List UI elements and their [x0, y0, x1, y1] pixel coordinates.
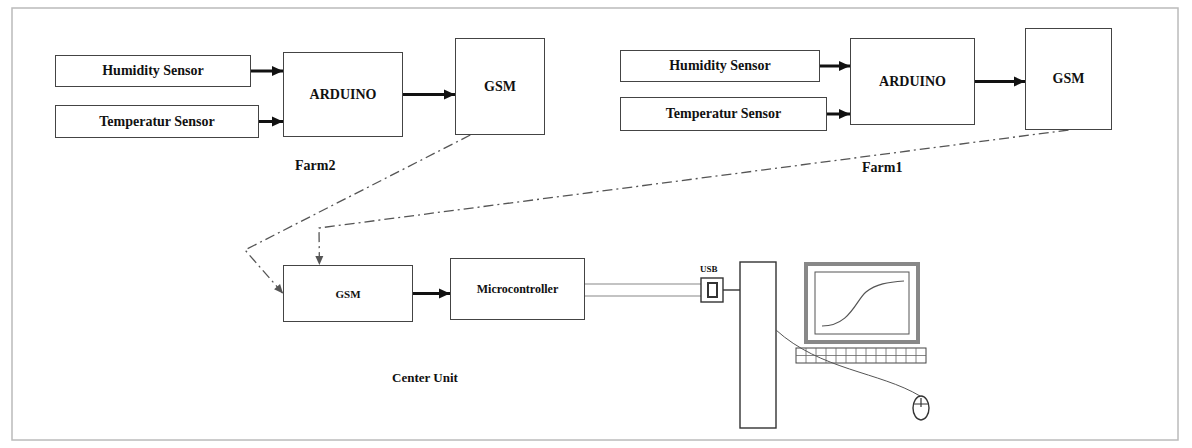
arrow-head [439, 289, 450, 299]
data-arrow [259, 117, 283, 127]
data-arrow [827, 109, 850, 119]
node-text: ARDUINO [310, 87, 377, 103]
node-text: Temperatur Sensor [666, 106, 782, 122]
wireless-link [315, 130, 1068, 265]
arrow-head [274, 284, 283, 293]
arrow-head [1014, 77, 1025, 87]
gsm-box: GSM [1025, 28, 1112, 130]
arrow-head [839, 109, 850, 119]
monitor [806, 264, 918, 342]
area-label: Farm1 [862, 160, 902, 176]
data-arrow [251, 66, 283, 76]
mouse [776, 330, 929, 420]
sensor-box: Humidity Sensor [620, 50, 820, 82]
area-label: Farm2 [295, 158, 335, 174]
arrow-head [272, 66, 283, 76]
data-arrow [820, 61, 850, 71]
node-text: GSM [484, 79, 516, 95]
gsm-box: GSM [455, 38, 545, 135]
gsm-box: GSM [283, 265, 413, 322]
arduino-box: ARDUINO [850, 38, 975, 125]
usb-cable [585, 278, 723, 302]
sensor-box: Temperatur Sensor [620, 97, 827, 131]
outer-frame [12, 8, 1178, 440]
data-arrow [413, 289, 450, 299]
node-text: Microcontroller [477, 282, 559, 297]
node-text: Humidity Sensor [669, 58, 771, 74]
node-text: GSM [335, 288, 360, 300]
arduino-box: ARDUINO [283, 52, 403, 137]
arrow-head [272, 117, 283, 127]
sensor-box: Humidity Sensor [55, 55, 251, 87]
node-text: Humidity Sensor [102, 63, 204, 79]
computer-tower [723, 262, 776, 428]
connector-line [319, 130, 1069, 265]
node-text: GSM [1053, 71, 1085, 87]
data-arrow [403, 90, 455, 100]
area-label: USB [700, 264, 718, 274]
node-text: ARDUINO [879, 74, 946, 90]
arrow-head [444, 90, 455, 100]
data-arrow [975, 77, 1025, 87]
arrow-head [315, 256, 323, 265]
node-text: Temperatur Sensor [99, 114, 215, 130]
arrow-head [839, 61, 850, 71]
area-label: Center Unit [392, 370, 458, 386]
microcontroller-box: Microcontroller [450, 258, 585, 320]
sensor-box: Temperatur Sensor [55, 105, 259, 138]
